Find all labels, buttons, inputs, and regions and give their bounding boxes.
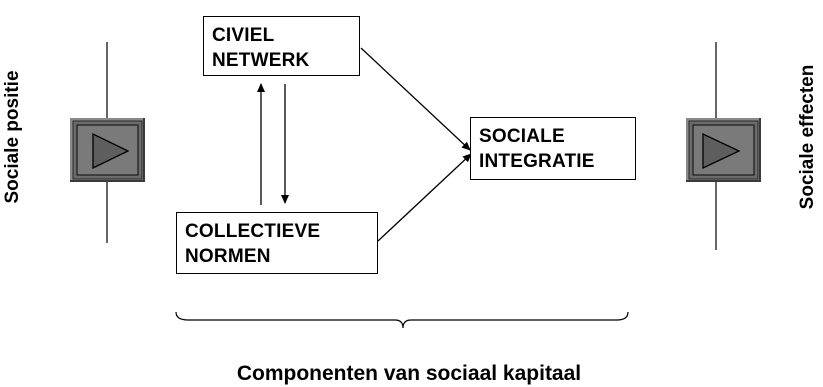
curly-brace (175, 311, 629, 329)
box-label-line: CIVIEL (212, 25, 275, 46)
arrow-civiel-to-sociale (360, 47, 471, 151)
box-label-line: COLLECTIEVE (185, 221, 321, 242)
diagram-caption: Componenten van sociaal kapitaal (0, 362, 823, 386)
sociale-effecten-label: Sociale effecten (797, 64, 818, 210)
arrow-collectieve-to-sociale (377, 153, 472, 242)
play-triangle-icon (92, 132, 130, 170)
box-label-line: INTEGRATIE (479, 151, 595, 172)
right-play-button[interactable] (686, 118, 761, 182)
civiel-netwerk-box: CIVIEL NETWERK (203, 16, 360, 76)
sociale-positie-label: Sociale positie (2, 70, 23, 204)
play-triangle-icon (702, 132, 741, 170)
collectieve-normen-box: COLLECTIEVE NORMEN (176, 212, 378, 274)
box-label-line: NETWERK (212, 50, 310, 71)
box-label-line: NORMEN (185, 246, 271, 267)
box-label-line: SOCIALE (479, 126, 565, 147)
caption-text: Componenten van sociaal kapitaal (236, 362, 582, 385)
sociale-integratie-box: SOCIALE INTEGRATIE (470, 117, 636, 180)
left-play-button[interactable] (70, 118, 145, 182)
